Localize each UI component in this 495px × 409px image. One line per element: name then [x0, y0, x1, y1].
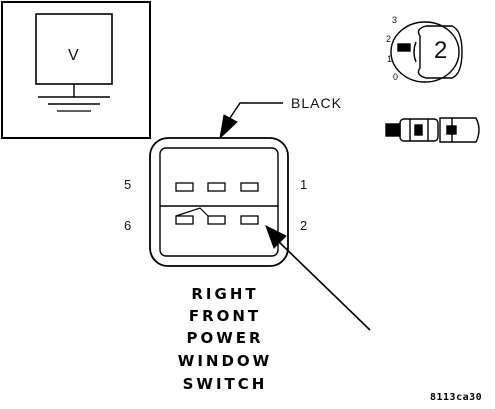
- arrow-head-icon: [265, 224, 287, 249]
- switch-connector: [149, 137, 289, 267]
- wire-pointer: [219, 102, 283, 140]
- voltmeter-label: V: [68, 47, 79, 64]
- key-position-3: 3: [392, 15, 398, 25]
- pin-label-6: 6: [124, 218, 132, 233]
- pin-label-5: 5: [124, 177, 132, 192]
- pin-slot-row-top: [175, 182, 259, 192]
- probe-pointer: [265, 224, 371, 331]
- wire-color-label: BLACK: [291, 95, 342, 111]
- key-position-2: 2: [386, 34, 392, 44]
- component-name-line-4: WINDOW: [177, 352, 273, 370]
- connector-plug-icon: [385, 117, 480, 143]
- component-name-line-3: POWER: [186, 329, 264, 347]
- ignition-key-icon: [390, 21, 463, 83]
- key-position-0: 0: [393, 72, 399, 82]
- key-selected-position: 2: [434, 37, 448, 64]
- arrow-head-icon: [219, 114, 238, 140]
- pin-slot-row-bottom: [175, 207, 259, 225]
- ground-symbol-icon: [38, 96, 110, 112]
- pin-label-2: 2: [300, 218, 308, 233]
- figure-code: 8113ca30: [430, 392, 483, 403]
- key-position-1: 1: [387, 54, 393, 64]
- component-name-line-5: SWITCH: [182, 375, 268, 393]
- component-name-line-2: FRONT: [188, 307, 262, 325]
- pin-label-1: 1: [300, 177, 308, 192]
- component-name-line-1: RIGHT: [191, 285, 259, 303]
- voltmeter-inset: [1, 1, 151, 139]
